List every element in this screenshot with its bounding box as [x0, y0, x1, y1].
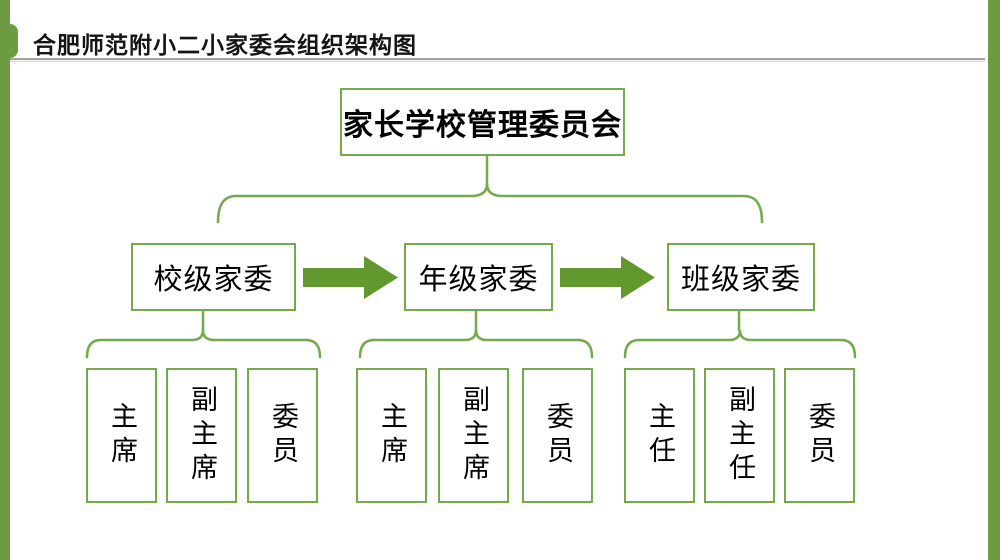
title-divider — [10, 58, 985, 62]
member-role-label: 副主任 — [725, 384, 755, 487]
node-member-role: 主席 — [86, 368, 157, 503]
title-accent-tab — [0, 24, 18, 58]
flow-arrow-icon — [303, 256, 398, 299]
member-role-label: 主席 — [377, 401, 407, 470]
flow-arrow-icon — [560, 256, 655, 299]
top-brace-connector — [216, 183, 764, 224]
node-member-role: 委员 — [522, 368, 593, 503]
group3-brace-connector — [623, 329, 857, 359]
node-class-level-committee: 班级家委 — [667, 243, 815, 311]
member-role-label: 主任 — [645, 401, 675, 470]
member-role-label: 委员 — [805, 401, 835, 470]
member-role-label: 委员 — [543, 401, 573, 470]
member-role-label: 主席 — [107, 401, 137, 470]
left-accent-bar — [0, 0, 10, 560]
node-member-role: 副主任 — [704, 368, 775, 503]
member-role-label: 副主席 — [187, 384, 217, 487]
node-member-role: 主任 — [624, 368, 695, 503]
page-title: 合肥师范附小二小家委会组织架构图 — [33, 32, 417, 58]
group2-brace-connector — [358, 329, 594, 359]
node-member-role: 副主席 — [166, 368, 237, 503]
right-accent-bar — [988, 0, 1000, 560]
node-member-role: 副主席 — [438, 368, 509, 503]
node-member-role: 委员 — [247, 368, 318, 503]
member-role-label: 委员 — [268, 401, 298, 470]
node-member-role: 委员 — [784, 368, 855, 503]
node-grade-level-committee: 年级家委 — [404, 243, 553, 311]
group1-brace-connector — [85, 329, 322, 359]
node-school-level-committee: 校级家委 — [131, 243, 296, 311]
member-role-label: 副主席 — [459, 384, 489, 487]
node-root-committee: 家长学校管理委员会 — [340, 88, 625, 156]
node-member-role: 主席 — [356, 368, 427, 503]
